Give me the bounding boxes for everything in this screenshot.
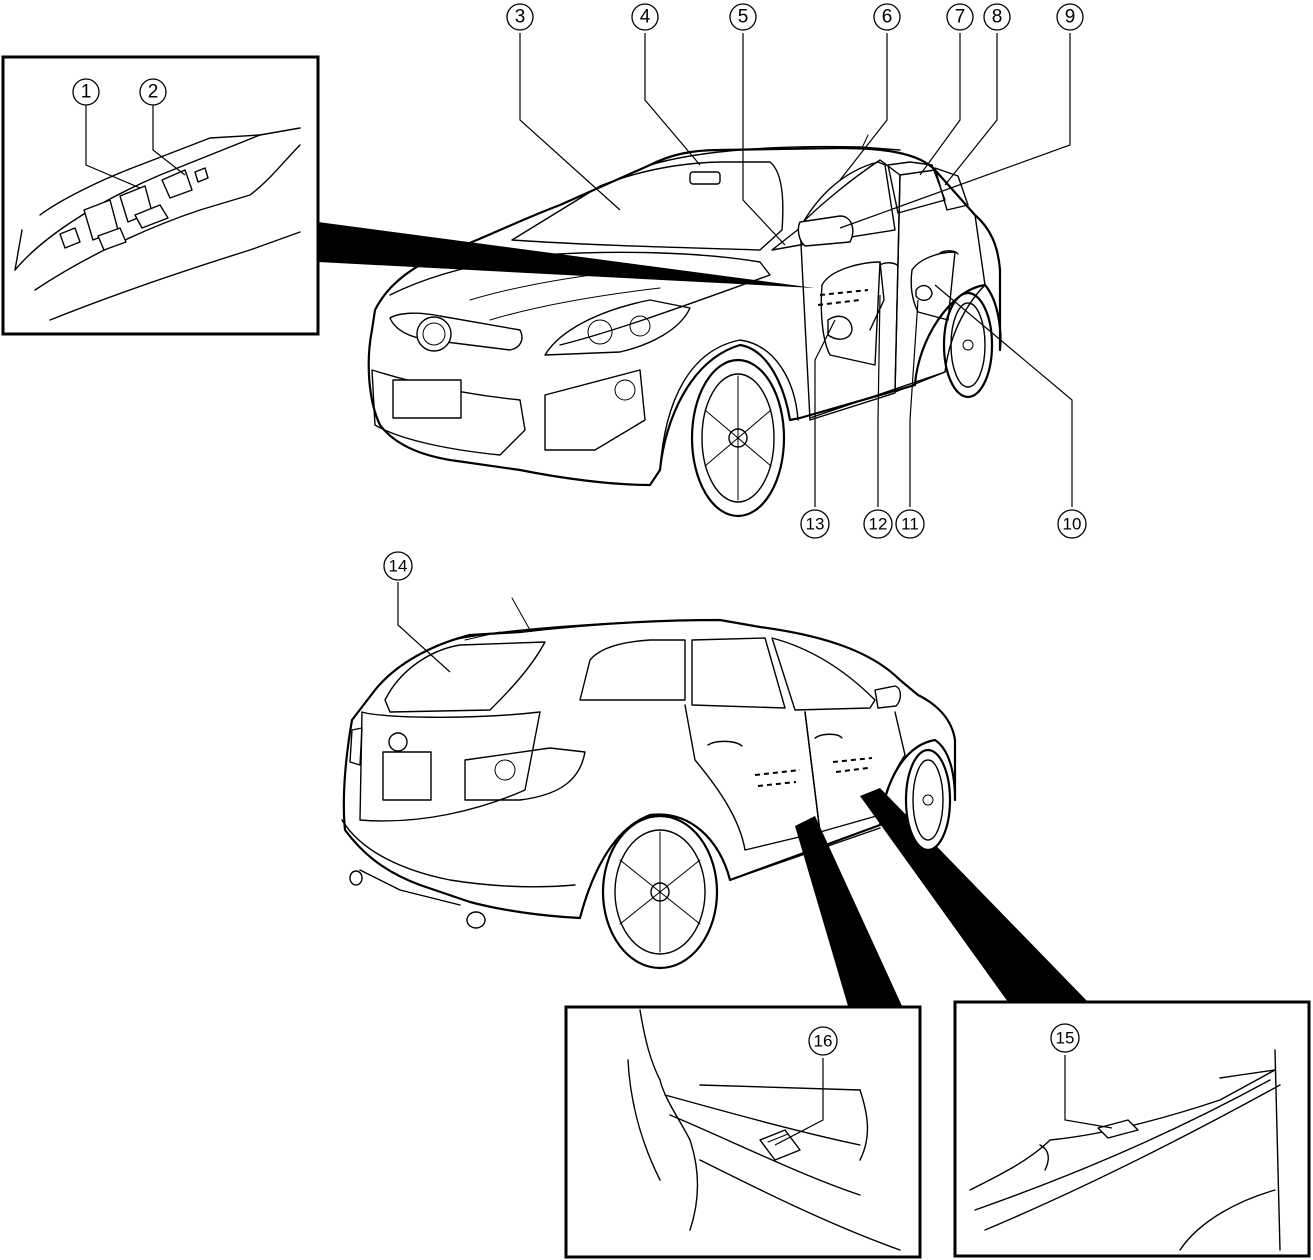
callout-11-label: 11 [901, 515, 919, 534]
callout-7-label: 7 [955, 7, 966, 28]
callout-7: 7 [946, 3, 974, 31]
callout-9: 9 [1056, 3, 1084, 31]
callout-5-label: 5 [738, 7, 749, 28]
callout-8: 8 [983, 3, 1011, 31]
callout-10: 10 [1057, 509, 1087, 539]
inset-pointer-wedge-rear-door [795, 816, 902, 1006]
callout-11: 11 [895, 509, 925, 539]
callout-2: 2 [139, 78, 167, 106]
callout-3: 3 [506, 3, 534, 31]
callout-15-label: 15 [1056, 1029, 1075, 1048]
vehicle-front-view [367, 134, 1002, 518]
callout-16-label: 16 [814, 1032, 833, 1051]
callout-13-label: 13 [806, 515, 825, 534]
callout-9-label: 9 [1065, 7, 1076, 28]
callout-16: 16 [808, 1026, 838, 1056]
callout-1: 1 [72, 78, 100, 106]
callout-2-label: 2 [148, 82, 159, 103]
callout-14-label: 14 [389, 557, 408, 576]
inset-rear-door-switch [564, 1005, 922, 1259]
callout-12: 12 [863, 509, 893, 539]
vehicle-rear-view [341, 597, 957, 970]
callout-15: 15 [1050, 1023, 1080, 1053]
callout-4-label: 4 [640, 7, 651, 28]
leader-lines [85, 33, 1113, 1146]
inset-pointer-wedge-switch [318, 222, 815, 288]
callout-13: 13 [800, 509, 830, 539]
callout-5: 5 [729, 3, 757, 31]
inset-front-door-switch [953, 1000, 1311, 1258]
callout-4: 4 [631, 3, 659, 31]
callout-3-label: 3 [515, 7, 526, 28]
callout-12-label: 12 [869, 515, 888, 534]
callout-1-label: 1 [81, 82, 92, 103]
callout-6-label: 6 [882, 7, 893, 28]
callout-14: 14 [383, 551, 413, 581]
callout-8-label: 8 [992, 7, 1003, 28]
callout-10-label: 10 [1063, 515, 1082, 534]
callout-6: 6 [873, 3, 901, 31]
inset-pointer-wedge-front-door [860, 788, 1088, 1002]
